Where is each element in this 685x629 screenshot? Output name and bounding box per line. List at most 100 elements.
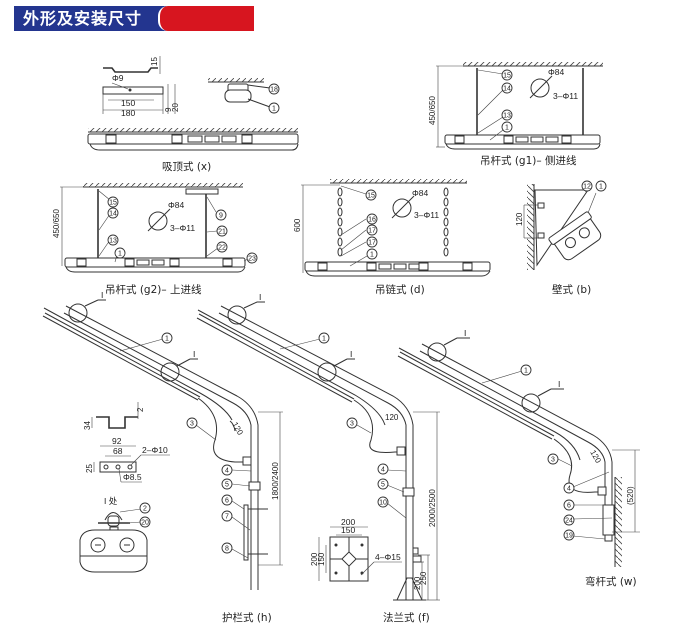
- balloon-number: 13: [503, 113, 511, 120]
- balloon-number: 4: [381, 467, 385, 474]
- chain-right: [443, 187, 449, 257]
- dim-20: 20: [171, 103, 180, 112]
- dim-height-g2: 450/650: [52, 209, 61, 238]
- balloons-w: 1 3 4 6 24 19: [481, 364, 613, 541]
- dim-holes-g1: 3–Φ11: [553, 91, 578, 101]
- detail-mark-f-2: I: [350, 349, 352, 359]
- balloon-number: 1: [505, 125, 509, 132]
- detail-mark-f-1: I: [259, 292, 261, 302]
- dim-bend-w: 120: [588, 449, 603, 466]
- balloons-d: 15 16 17 17 1: [340, 185, 378, 267]
- balloon-number: 23: [248, 256, 256, 263]
- diagram-bent-w: I I 120 (520) 弯杆式 (w): [397, 328, 640, 588]
- balloon-number: 24: [565, 518, 573, 525]
- balloons-b: 12 1: [581, 180, 607, 214]
- diagram-flange-f: I I 120 2000/2500 250 200 200 150 200 15…: [196, 292, 440, 624]
- dim-height-w: (520): [626, 486, 635, 505]
- detail-mark-h-2: I: [193, 349, 195, 359]
- dim-height-h: 1800/2400: [271, 462, 280, 500]
- dim-phi84-g2: Φ84: [168, 200, 185, 210]
- balloons-bracket-detail: 2 20: [119, 502, 151, 528]
- caption-chain-d: 吊链式 (d): [375, 283, 425, 296]
- f-pole: [218, 305, 414, 600]
- diagram-bracket-detail: 2 34 92 68 2–Φ10 25 Φ8.5 I 处: [79, 402, 170, 573]
- ceiling-fixture-end-view: [224, 89, 252, 103]
- balloon-number: 15: [367, 193, 375, 200]
- caption-flange-f: 法兰式 (f): [383, 611, 430, 624]
- dim-180: 180: [121, 108, 135, 118]
- balloon-number: 16: [368, 217, 376, 224]
- diagram-ceiling: 15 Φ9 150 180 9 20 吸顶式 (x): [87, 56, 299, 173]
- balloon-number: 6: [567, 503, 571, 510]
- balloon-number: 22: [218, 245, 226, 252]
- detail-mark-h-1: I: [101, 290, 103, 300]
- balloons-ceiling: 18 1: [268, 83, 280, 114]
- balloon-number: 19: [565, 533, 573, 540]
- balloon-number: 13: [109, 238, 117, 245]
- balloon-number: 1: [322, 336, 326, 343]
- caption-pendant-g1: 吊杆式 (g1)– 侧进线: [480, 154, 577, 167]
- dim-holes-d: 3–Φ11: [414, 210, 439, 220]
- balloon-number: 20: [141, 520, 149, 527]
- dim-thick: 2: [136, 407, 145, 412]
- balloon-number: 1: [165, 336, 169, 343]
- dim-250: 250: [419, 571, 428, 585]
- dim-hole: Φ9: [112, 73, 124, 83]
- balloon-number: 14: [109, 211, 117, 218]
- diagram-chain-d: 600 Φ84 3–Φ11 吊链式 (d): [293, 179, 491, 296]
- balloon-number: 17: [368, 240, 376, 247]
- dim-spacing-b: 120: [515, 212, 524, 226]
- fixture-end-view: [79, 529, 148, 573]
- dim-150: 150: [121, 98, 135, 108]
- dim-15: 15: [150, 57, 159, 66]
- dim-bolts: 4–Φ15: [375, 552, 401, 562]
- wall-bracket: [534, 189, 589, 267]
- balloons-h: 1 3 4 5 6 7 8: [119, 332, 252, 559]
- balloon-number: 1: [272, 106, 276, 113]
- detail-label-I: I 处: [104, 496, 118, 506]
- dim-bend-h: 120: [230, 421, 245, 438]
- h-fixture-body: [42, 307, 233, 421]
- diagram-wall-b: 120 壁式 (b): [515, 184, 602, 296]
- dim-200-low: 200: [413, 576, 422, 590]
- dim-phi8-5: Φ8.5: [123, 472, 142, 482]
- balloon-number: 15: [109, 200, 117, 207]
- balloon-number: 12: [583, 184, 591, 191]
- caption-pendant-g2: 吊杆式 (g2)– 上进线: [105, 283, 202, 296]
- balloon-number: 21: [218, 229, 226, 236]
- wall-fixture: [548, 211, 602, 261]
- dim-plate-h-150: 150: [317, 552, 326, 566]
- balloon-number: 15: [503, 73, 511, 80]
- balloon-number: 1: [599, 184, 603, 191]
- dim-25: 25: [85, 464, 94, 473]
- ceiling-bracket-profile: [103, 67, 158, 73]
- balloon-number: 18: [270, 87, 278, 94]
- chain-left: [337, 187, 343, 257]
- balloon-number: 5: [225, 482, 229, 489]
- dim-plate-200: 200: [341, 517, 355, 527]
- balloons-f: 1 3 4 5 10: [279, 332, 407, 519]
- balloon-number: 3: [190, 421, 194, 428]
- balloon-number: 17: [368, 228, 376, 235]
- w-pole: [419, 343, 613, 530]
- dim-bend-f: 120: [385, 413, 399, 422]
- diagram-pendant-g2: 450/650 Φ84 3–Φ11 吊杆式 (g2)– 上进线: [52, 183, 246, 296]
- ceiling-plate: [102, 86, 164, 95]
- header-curve: [158, 6, 176, 31]
- dim-phi84-g1: Φ84: [548, 67, 565, 77]
- dim-holes-g2: 3–Φ11: [170, 223, 195, 233]
- header-red-band: [166, 6, 254, 31]
- caption-bent-w: 弯杆式 (w): [585, 575, 637, 588]
- balloon-number: 1: [524, 368, 528, 375]
- balloon-number: 3: [350, 421, 354, 428]
- diagram-pendant-g1: 450/650 Φ84 3–Φ11 吊杆式 (g1)– 侧进线: [428, 62, 603, 167]
- balloons-g1: 15 14 13 1: [477, 69, 513, 141]
- balloon-number: 8: [225, 546, 229, 553]
- dim-height-d: 600: [293, 218, 302, 232]
- balloon-number: 14: [503, 86, 511, 93]
- balloon-number: 4: [225, 468, 229, 475]
- dim-68: 68: [113, 446, 123, 456]
- balloon-number: 4: [567, 486, 571, 493]
- balloon-number: 3: [551, 457, 555, 464]
- caption-guardrail-h: 护栏式 (h): [222, 611, 272, 624]
